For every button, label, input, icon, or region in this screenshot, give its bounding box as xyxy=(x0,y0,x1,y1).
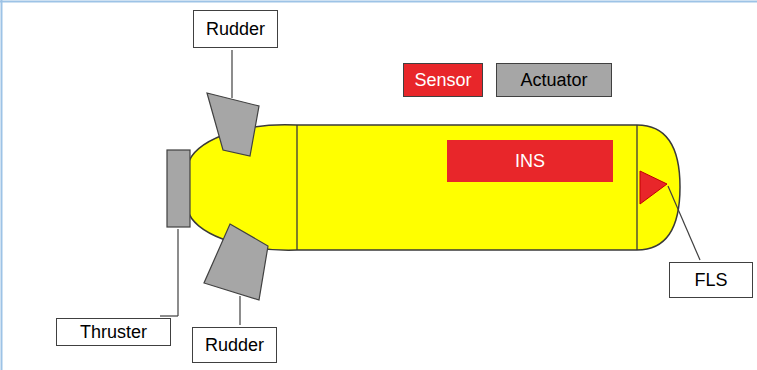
rudder-shape xyxy=(207,93,259,156)
fls-shape xyxy=(640,171,667,204)
label-text: INS xyxy=(515,151,545,172)
sensor-unit: INS xyxy=(447,140,613,182)
thruster-shape xyxy=(167,150,190,227)
label-text: FLS xyxy=(694,270,727,291)
callout-label: Rudder xyxy=(193,10,278,48)
legend-swatch: Actuator xyxy=(496,63,612,97)
callout-label: Thruster xyxy=(56,318,171,347)
frame-line xyxy=(0,1,757,3)
label-text: Rudder xyxy=(206,19,265,40)
rudder-shape xyxy=(204,224,268,300)
callout-label: Rudder xyxy=(192,327,277,363)
label-text: Thruster xyxy=(80,322,147,343)
leader-line xyxy=(668,186,700,260)
label-text: Rudder xyxy=(205,335,264,356)
callout-label: FLS xyxy=(669,262,753,298)
frame-line xyxy=(1,0,3,370)
hull-joint xyxy=(636,125,637,250)
leader-line xyxy=(160,315,178,316)
leader-line xyxy=(239,296,240,325)
legend-swatch: Sensor xyxy=(403,63,483,97)
leader-line xyxy=(177,229,178,316)
hull-joint xyxy=(296,125,297,250)
legend-text: Actuator xyxy=(520,70,587,91)
legend-text: Sensor xyxy=(414,70,471,91)
leader-line xyxy=(231,50,232,98)
vehicle-hull xyxy=(188,125,680,250)
